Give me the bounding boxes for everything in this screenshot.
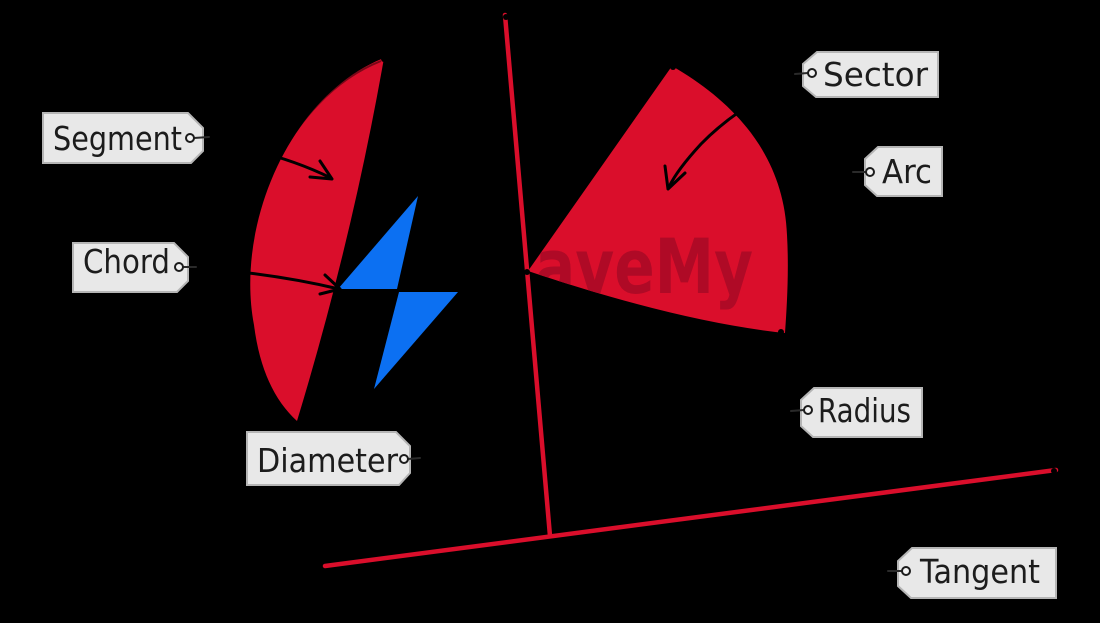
- tangent-line: [322, 467, 1059, 569]
- tag-string: [790, 409, 805, 412]
- segment-tag-label: Segment: [53, 119, 182, 158]
- tag-string: [794, 72, 809, 75]
- sector-shape: [528, 66, 788, 333]
- segment-arrow: [191, 138, 334, 181]
- tag-hole-icon: [803, 405, 813, 415]
- segment-tag: Segment: [42, 112, 210, 164]
- tag-hole-icon: [174, 262, 184, 272]
- circle-outline-arc: [246, 60, 382, 331]
- segment-arrowhead-icon: [308, 159, 334, 181]
- chord-arrow: [180, 265, 342, 296]
- bolt-lower-triangle: [374, 292, 458, 389]
- radius-tag-label: Radius: [818, 391, 911, 430]
- ink-dot: [503, 14, 509, 20]
- ink-dot: [670, 64, 676, 70]
- chord-tag: Chord: [72, 242, 197, 293]
- sector-arrowhead-icon: [663, 164, 687, 191]
- chord-tag-label: Chord: [83, 242, 170, 281]
- tag-shape: [72, 242, 189, 293]
- chord-arrowhead-icon: [318, 273, 342, 296]
- arc-tag: Arc: [852, 146, 943, 197]
- segment-shape: [250, 58, 384, 421]
- lightning-bolt-icon: [338, 196, 458, 389]
- tag-shape: [42, 112, 204, 164]
- tag-shape: [802, 51, 939, 98]
- diameter-tag-label: Diameter: [257, 441, 398, 480]
- tag-string: [193, 136, 210, 139]
- diameter-tag: Diameter: [246, 431, 421, 486]
- tag-hole-icon: [807, 68, 817, 78]
- tag-hole-icon: [185, 133, 195, 143]
- sector-arrow: [663, 75, 807, 191]
- tangent-tag: Tangent: [887, 547, 1057, 599]
- tag-shape: [800, 387, 923, 438]
- arc-tag-label: Arc: [882, 152, 932, 191]
- radius-line: [502, 12, 553, 539]
- tag-shape: [864, 146, 943, 197]
- ink-dot: [1051, 468, 1057, 474]
- ink-dot: [778, 329, 784, 335]
- ink-dot: [524, 269, 530, 275]
- tag-shape: [897, 547, 1057, 599]
- ink-dots: [381, 14, 1057, 474]
- sector-tag: Sector: [794, 51, 939, 98]
- sector-tag-label: Sector: [823, 55, 928, 94]
- radius-tag: Radius: [790, 387, 923, 438]
- tag-hole-icon: [399, 454, 409, 464]
- tag-hole-icon: [865, 167, 875, 177]
- watermark-text: aveMy: [535, 222, 753, 311]
- tag-string: [407, 457, 421, 460]
- tangent-tag-label: Tangent: [919, 552, 1040, 591]
- ink-dot: [381, 56, 387, 62]
- bolt-upper-triangle: [338, 196, 418, 289]
- tag-hole-icon: [901, 566, 911, 576]
- tag-shape: [246, 431, 411, 486]
